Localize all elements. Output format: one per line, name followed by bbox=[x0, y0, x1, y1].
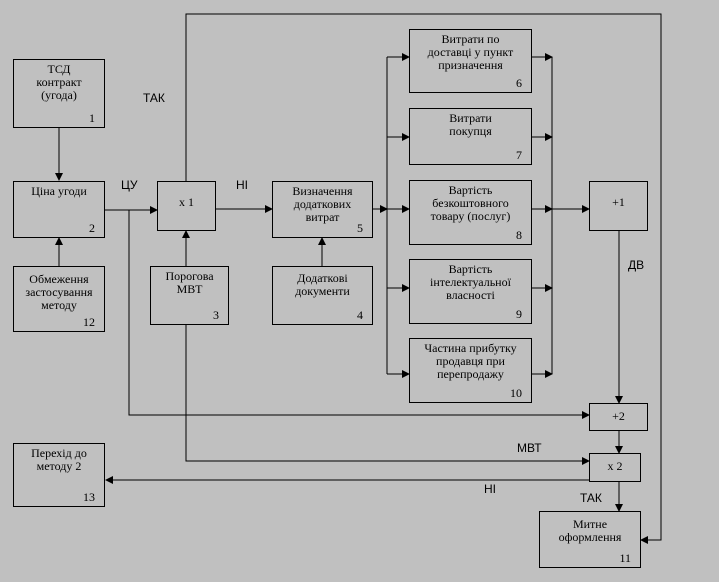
operator-x2-label: x 2 bbox=[607, 459, 623, 473]
arrow-3-to-x2 bbox=[185, 325, 590, 465]
block-3-label: Порогова МВТ bbox=[165, 269, 214, 296]
block-2-number: 2 bbox=[89, 221, 95, 235]
arrow-2-to-plus2 bbox=[128, 210, 590, 419]
block-11-label: Митне оформлення bbox=[558, 517, 622, 544]
block-2-label: Ціна угоди bbox=[31, 184, 87, 198]
label-ni-bottom: НІ bbox=[484, 482, 496, 496]
block-10-label: Частина прибутку продавця при перепродаж… bbox=[424, 341, 517, 381]
block-9-number: 9 bbox=[516, 307, 522, 321]
operator-plus2: +2 bbox=[589, 403, 648, 431]
block-10-number: 10 bbox=[510, 386, 522, 400]
label-tak-top: ТАК bbox=[143, 91, 165, 105]
block-5-additional-costs: Визначення додаткових витрат 5 bbox=[272, 181, 373, 238]
block-1-contract: ТСД контракт (угода) 1 bbox=[13, 59, 105, 128]
block-12-method-restriction: Обмеження застосування методу 12 bbox=[13, 266, 105, 332]
block-2-deal-price: Ціна угоди 2 bbox=[13, 181, 105, 238]
block-3-number: 3 bbox=[213, 308, 219, 322]
block-8-label: Вартість безкоштовного товару (послуг) bbox=[430, 183, 511, 223]
block-11-number: 11 bbox=[619, 551, 631, 565]
operator-plus1-label: +1 bbox=[612, 195, 625, 209]
block-12-label: Обмеження застосування методу bbox=[25, 272, 93, 312]
block-1-label: ТСД контракт (угода) bbox=[36, 62, 82, 102]
label-tsu: ЦУ bbox=[121, 178, 138, 192]
block-7-buyer-costs: Витрати покупця 7 bbox=[409, 108, 532, 165]
block-6-number: 6 bbox=[516, 76, 522, 90]
block-5-number: 5 bbox=[357, 221, 363, 235]
block-1-number: 1 bbox=[89, 111, 95, 125]
label-dv: ДВ bbox=[628, 258, 645, 272]
operator-x1-label: x 1 bbox=[179, 195, 194, 209]
block-9-ip-value: Вартість інтелектуальної власності 9 bbox=[409, 259, 532, 324]
block-9-label: Вартість інтелектуальної власності bbox=[430, 262, 511, 302]
block-13-number: 13 bbox=[83, 490, 95, 504]
block-5-label: Визначення додаткових витрат bbox=[292, 184, 353, 224]
block-3-threshold-mvt: Порогова МВТ 3 bbox=[150, 266, 229, 325]
label-mvt: МВТ bbox=[517, 441, 542, 455]
block-4-additional-documents: Додаткові документи 4 bbox=[272, 266, 373, 325]
block-13-label: Перехід до методу 2 bbox=[31, 446, 87, 473]
label-ni-middle: НІ bbox=[236, 178, 248, 192]
block-13-go-to-method-2: Перехід до методу 2 13 bbox=[13, 443, 105, 507]
label-tak-bottom: ТАК bbox=[580, 491, 602, 505]
operator-plus2-label: +2 bbox=[612, 409, 625, 423]
operator-plus1: +1 bbox=[589, 181, 648, 231]
block-4-label: Додаткові документи bbox=[295, 271, 350, 298]
block-6-label: Витрати по доставці у пункт призначення bbox=[427, 32, 514, 72]
block-11-customs-clearance: Митне оформлення 11 bbox=[539, 511, 641, 568]
operator-x2: x 2 bbox=[589, 453, 641, 482]
arrow-x1-yes-to-11 bbox=[185, 13, 662, 544]
block-8-number: 8 bbox=[516, 228, 522, 242]
block-8-free-goods-value: Вартість безкоштовного товару (послуг) 8 bbox=[409, 180, 532, 245]
block-7-number: 7 bbox=[516, 148, 522, 162]
block-12-number: 12 bbox=[83, 315, 95, 329]
block-10-seller-profit-share: Частина прибутку продавця при перепродаж… bbox=[409, 338, 532, 403]
block-7-label: Витрати покупця bbox=[449, 111, 492, 138]
block-6-delivery-costs: Витрати по доставці у пункт призначення … bbox=[409, 29, 532, 93]
block-4-number: 4 bbox=[357, 308, 363, 322]
operator-x1: x 1 bbox=[157, 181, 216, 231]
